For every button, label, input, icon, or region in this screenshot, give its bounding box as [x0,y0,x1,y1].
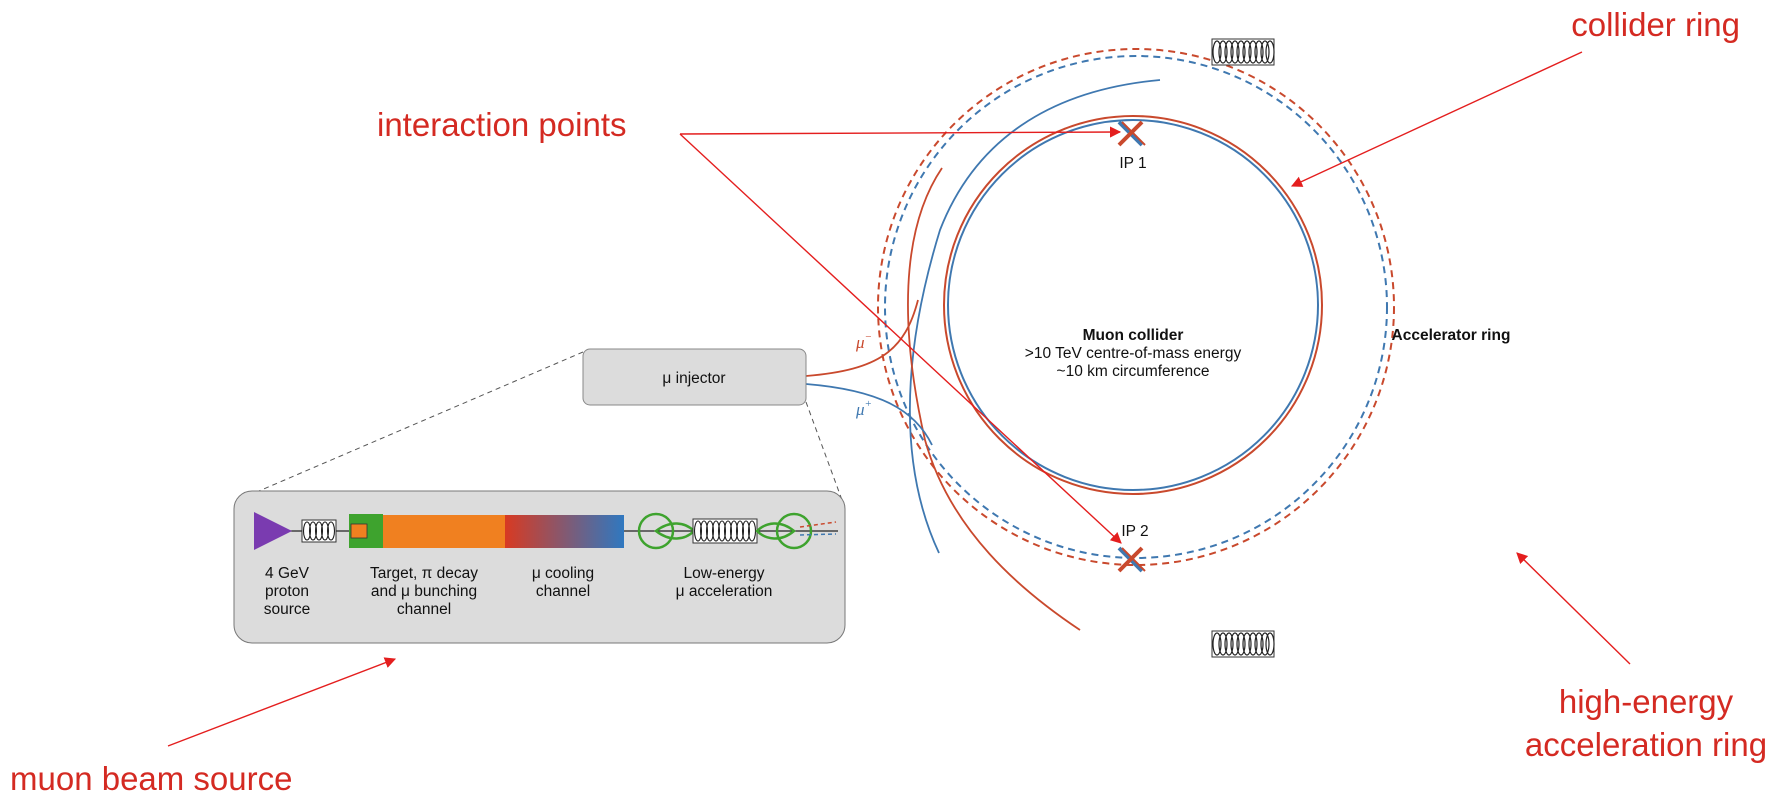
cooling-channel-bar [505,515,624,548]
collider-energy: >10 TeV centre-of-mass energy [1025,345,1242,362]
arrow-beam-source [167,657,397,747]
proton-source-icon [254,512,292,550]
annotation-acceleration-ring: acceleration ring [1525,726,1767,763]
rf-cavity-top [1211,38,1275,66]
injector-box [582,348,807,406]
svg-text:and μ bunching: and μ bunching [371,583,477,600]
out-line-blue [799,533,837,536]
lowe-rf-cavity [692,518,758,544]
arrow-ip2 [679,133,1122,544]
collider-ring [943,115,1323,495]
svg-text:4 GeV: 4 GeV [265,565,310,582]
ip1-marker [1117,120,1146,147]
out-line-red [799,521,837,528]
ip2-marker [1117,546,1146,573]
collider-circumference: ~10 km circumference [1057,363,1210,380]
zoom-line-right [805,401,843,501]
zoom-line-left [251,351,584,495]
rf-cavity-bottom [1211,630,1275,658]
mu-minus-label: μ− [855,331,872,352]
svg-text:Low-energy: Low-energy [684,565,765,582]
transfer-line-blue [909,79,1161,554]
low-energy-label: Low-energy μ acceleration [676,565,773,600]
accelerator-ring [877,48,1395,566]
svg-text:μ acceleration: μ acceleration [676,583,773,600]
annotation-collider-ring: collider ring [1571,6,1740,43]
svg-text:Target, π decay: Target, π decay [370,565,478,582]
ip1-label: IP 1 [1119,155,1146,172]
accelerator-ring-label: Accelerator ring [1392,327,1511,344]
ip2-label: IP 2 [1121,523,1148,540]
injection-line-mu-plus [805,383,933,446]
arrow-accel-ring [1516,552,1631,665]
decay-channel-bar [383,515,505,548]
svg-text:proton: proton [265,583,309,600]
annotation-high-energy: high-energy [1559,683,1734,720]
proton-rf-cavity [301,519,337,543]
annotation-interaction-points: interaction points [377,106,626,143]
svg-text:μ cooling: μ cooling [532,565,594,582]
cooling-label: μ cooling channel [532,565,594,600]
mu-plus-label: μ+ [855,398,872,419]
transfer-line-red [907,167,1081,631]
target-label: Target, π decay and μ bunching channel [370,565,478,618]
svg-text:channel: channel [397,601,451,618]
target-insert [350,523,368,539]
rla-loop-right [755,512,813,550]
annotation-arrows [167,51,1631,747]
proton-source-label: 4 GeV proton source [264,565,311,618]
svg-text:source: source [264,601,311,618]
injection-line-mu-minus [805,299,919,377]
arrow-collider-ring [1290,51,1583,187]
svg-text:channel: channel [536,583,590,600]
arrow-ip1 [679,126,1122,138]
injector-label: μ injector [662,370,725,387]
collider-title: Muon collider [1083,327,1184,344]
annotation-muon-beam-source: muon beam source [10,760,292,795]
